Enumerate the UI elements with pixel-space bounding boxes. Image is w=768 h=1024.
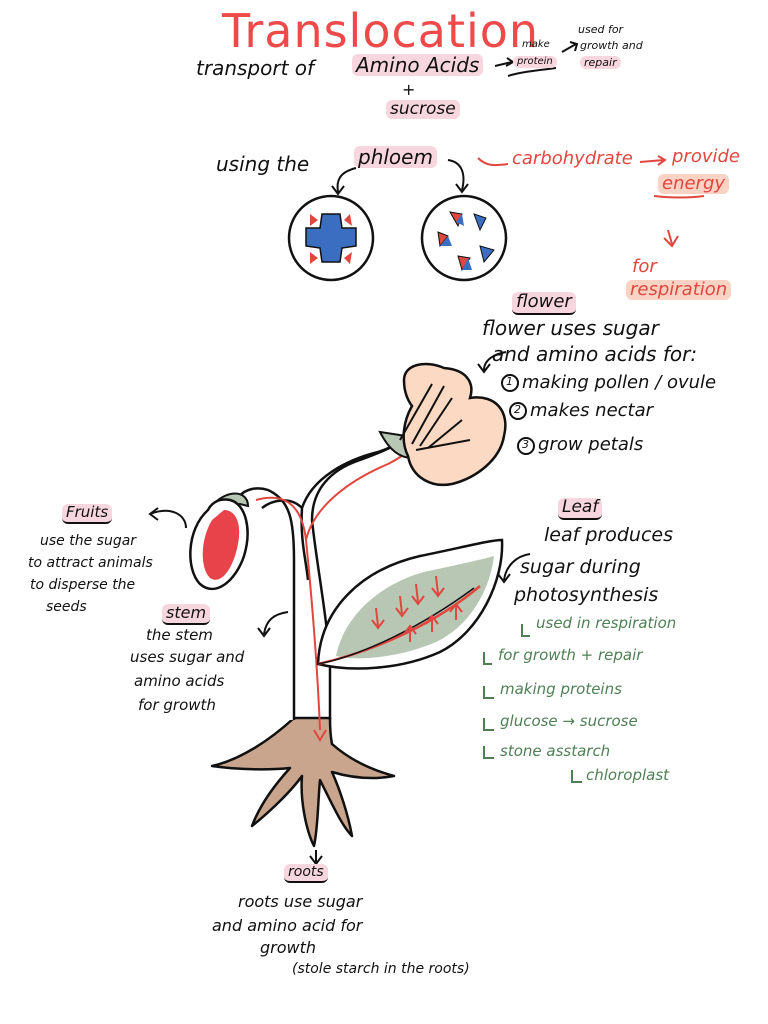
flower-line1: flower uses sugar [482,316,659,340]
stem-cross-section [420,194,508,282]
flower-number-2: 2 [514,403,521,416]
arrow-icon [336,167,357,193]
transport-of-label: transport of [196,56,315,80]
flower-item2: makes nectar [530,400,654,421]
used-for-label-1: used for [578,23,624,36]
stem-line3: amino acids [134,672,225,690]
flower-line2: and amino acids for: [492,342,698,366]
make-protein-label-2: protein [513,56,557,68]
make-protein-label-1: make [522,39,550,50]
using-the-label: using the [216,152,310,176]
roots-line1: roots use sugar [238,892,363,911]
leaf-note-1: used in respiration [536,614,677,632]
roots-heading: roots [284,864,328,883]
fruit-shape [189,492,250,591]
flower-item1: making pollen / ovule [522,372,717,393]
flower-number-1: 1 [506,375,513,388]
fruits-line2: to attract animals [28,555,153,571]
roots-line2: and amino acid for [212,916,363,935]
leaf-note-4: glucose → sucrose [500,712,638,730]
flower-number-3: 3 [522,438,529,451]
amino-acids-label: Amino Acids [352,54,484,76]
fruits-heading: Fruits [62,504,113,524]
page-title: Translocation [222,4,540,58]
roots-shape [210,716,396,848]
stem-line4: for growth [138,696,216,714]
used-for-label-3: repair [580,56,621,69]
fruits-line4: seeds [46,599,87,615]
carbohydrate-label: carbohydrate [512,148,633,169]
plus-label: + [402,80,416,99]
fruits-line1: use the sugar [40,533,137,549]
leaf-line2: sugar during [520,556,641,578]
arrow-icon [494,61,513,67]
leaf-note-5: stone asstarch [500,742,611,760]
leaf-note-2: for growth + repair [498,646,643,664]
stem-heading: stem [162,604,211,625]
leaf-note-6: chloroplast [586,766,670,784]
sucrose-label: sucrose [386,100,460,119]
flower-heading: flower [512,292,576,315]
flower-shape [378,362,507,487]
roots-line4: (stole starch in the roots) [292,961,470,977]
leaf-note-3: making proteins [500,680,622,698]
fruits-line3: to disperse the [30,577,136,593]
roots-line3: growth [260,938,317,957]
root-cross-section [287,194,375,282]
for-label: for [632,256,657,277]
leaf-shape [316,538,504,670]
phloem-label: phloem [354,146,437,168]
leaf-line1: leaf produces [544,524,673,546]
respiration-label: respiration [626,280,732,300]
provide-label: provide [672,146,740,167]
energy-label: energy [658,174,730,194]
leaf-line3: photosynthesis [514,584,659,606]
stem-line1: the stem [146,626,213,644]
flower-item3: grow petals [538,434,644,455]
leaf-heading: Leaf [558,498,603,520]
stem-shape [238,435,415,742]
used-for-label-2: growth and [580,39,643,52]
stem-line2: uses sugar and [130,648,245,666]
